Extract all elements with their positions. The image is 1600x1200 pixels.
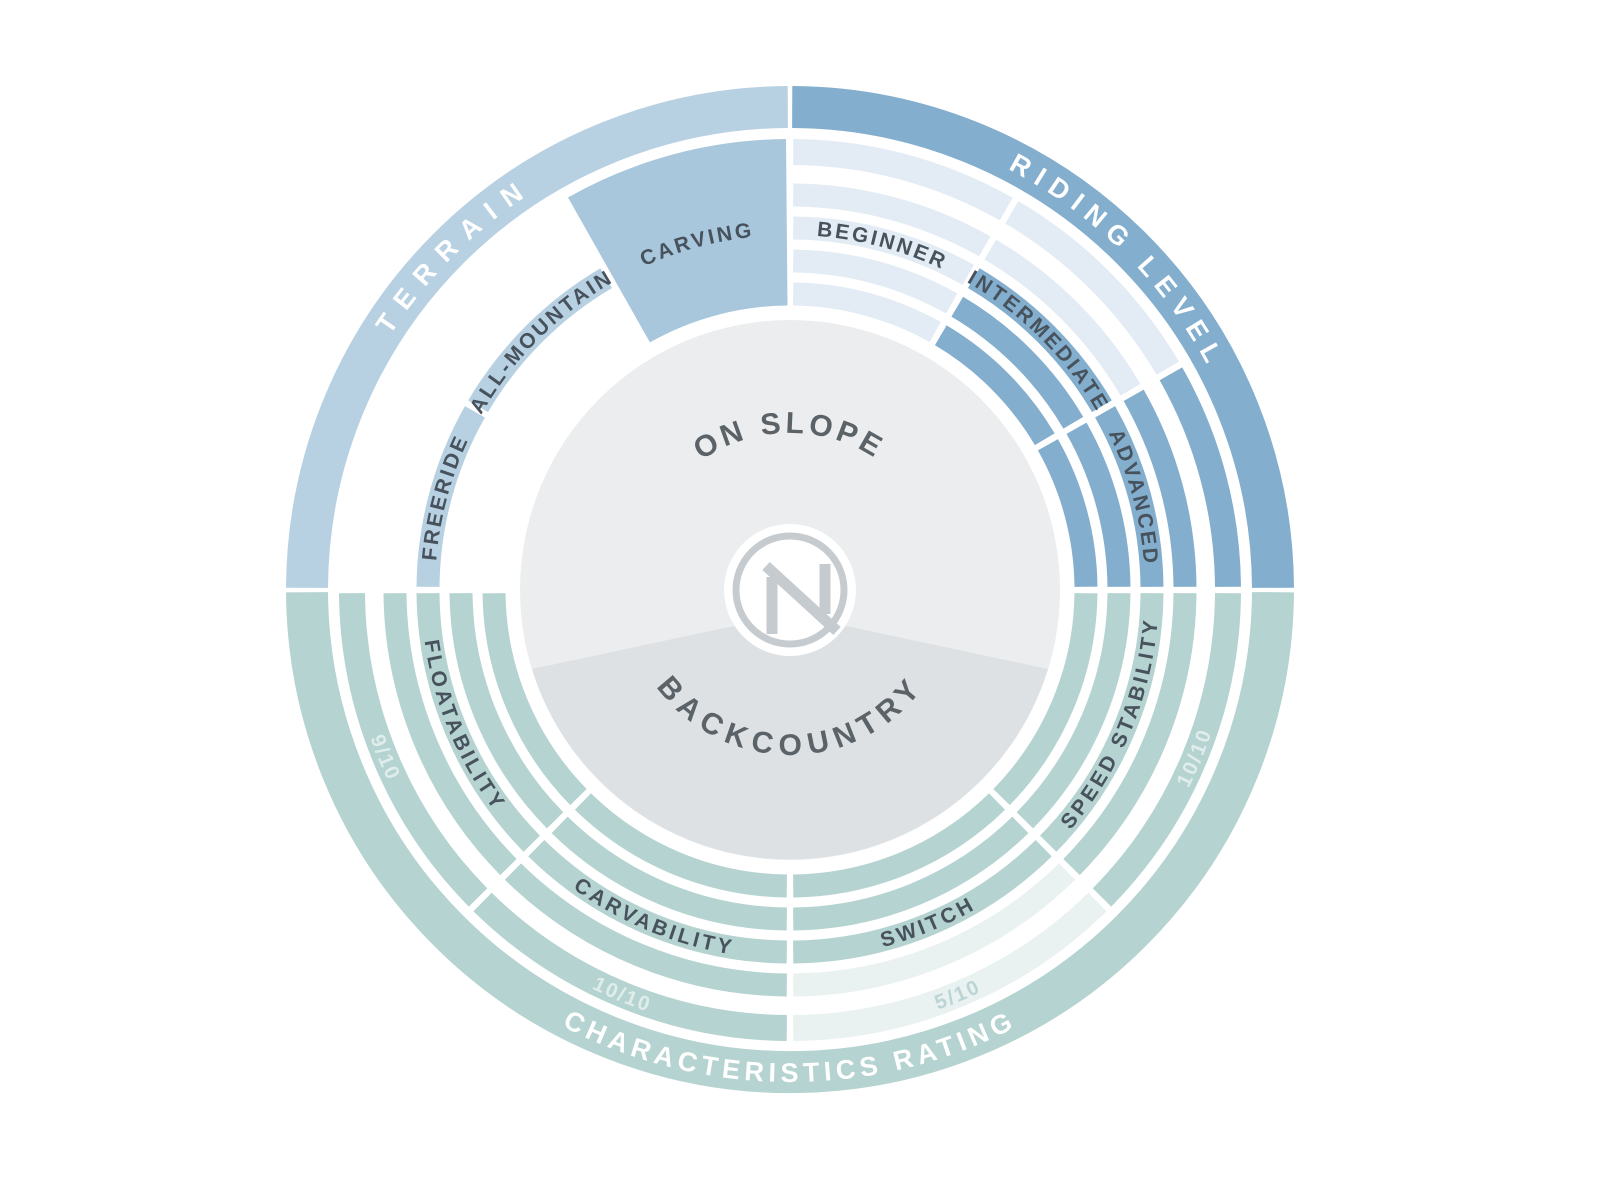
logo-n-glyph (762, 561, 841, 636)
rating-speed-stability: 10/10 (1172, 725, 1217, 790)
segment-speed-stability-ring-4 (1063, 593, 1197, 876)
segment-speed-stability-ring-3 (1040, 593, 1164, 852)
label-all-mountain-text: ALL-MOUNTAIN (465, 265, 614, 417)
rating-carvability-text: 10/10 (590, 972, 653, 1017)
segment-all-mountain-label-ring (468, 268, 613, 413)
segment-advanced-ring-2 (1066, 422, 1131, 588)
segment-advanced-ring-5 (1159, 367, 1241, 587)
rating-speed-stability-text: 10/10 (1172, 725, 1215, 790)
segment-floatability-ring-5 (339, 593, 488, 907)
segment-carvability-ring-3 (528, 840, 787, 964)
segment-intermediate-ring-5 (1005, 201, 1179, 375)
segment-floatability-ring-2 (449, 593, 564, 829)
segment-switch-ring-2 (793, 816, 1029, 931)
segment-carvability-ring-1 (574, 793, 787, 898)
outer-band-characteristics-rating (286, 592, 1294, 1094)
segment-switch-ring-4 (793, 863, 1076, 997)
segment-intermediate-ring-2 (951, 296, 1084, 429)
segment-switch-ring-3 (793, 840, 1052, 964)
segment-switch-ring-1 (793, 793, 1006, 898)
outer-band-riding-level (792, 86, 1294, 588)
backcountry-wedge (532, 614, 1048, 860)
segment-carvability-ring-2 (551, 816, 787, 931)
section-title-2-text: CHARACTERISTICS RATING (559, 1005, 1016, 1089)
segment-beginner-ring-5 (793, 139, 1013, 221)
segment-freeride-label-ring (416, 406, 485, 587)
segment-switch-ring-5 (793, 892, 1107, 1041)
outer-band-terrain (286, 86, 788, 588)
segment-carving-wedge (567, 139, 788, 343)
segment-beginner-ring-3 (793, 216, 974, 285)
rating-carvability: 10/10 (590, 972, 655, 1017)
segment-floatability-ring-3 (416, 593, 540, 852)
segment-floatability-ring-1 (482, 593, 587, 806)
segment-speed-stability-ring-1 (993, 593, 1098, 806)
label-freeride: FREERIDE (418, 431, 473, 562)
segment-advanced-ring-4 (1123, 389, 1197, 587)
segment-intermediate-ring-4 (984, 239, 1141, 396)
segment-beginner-ring-4 (793, 183, 991, 257)
segment-carvability-ring-5 (473, 892, 787, 1041)
segment-beginner-ring-1 (792, 282, 941, 343)
segment-intermediate-ring-3 (967, 268, 1112, 413)
section-title-2: CHARACTERISTICS RATING (559, 1005, 1021, 1089)
segment-speed-stability-ring-5 (1092, 593, 1241, 907)
section-title-0-text: TERRAIN (370, 170, 526, 339)
label-all-mountain: ALL-MOUNTAIN (465, 265, 617, 417)
logo-ring (732, 532, 848, 648)
segment-advanced-ring-1 (1037, 439, 1098, 588)
section-title-0: TERRAIN (370, 170, 539, 339)
brand-n-logo-icon (724, 524, 856, 656)
segment-beginner-ring-2 (792, 249, 958, 314)
segment-advanced-ring-3 (1095, 406, 1164, 587)
segment-speed-stability-ring-2 (1016, 593, 1131, 829)
segment-intermediate-ring-1 (934, 325, 1055, 446)
label-freeride-text: FREERIDE (418, 431, 470, 562)
segment-carvability-ring-4 (504, 863, 787, 997)
segment-floatability-ring-4 (383, 593, 517, 876)
